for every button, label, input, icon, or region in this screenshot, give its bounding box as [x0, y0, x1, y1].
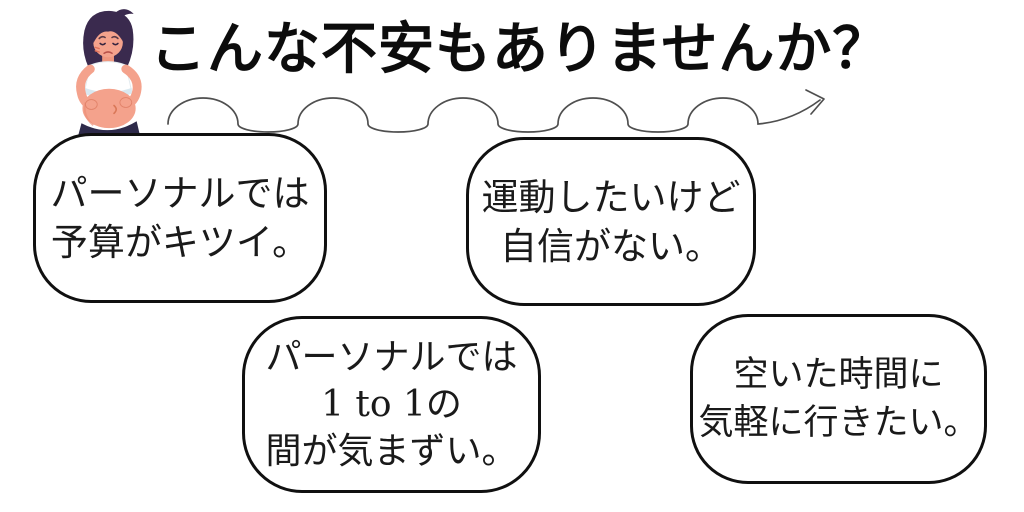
wavy-arrow-divider [167, 89, 825, 133]
eyes [99, 42, 119, 46]
bubble-line: 1 to 1の [321, 384, 462, 425]
bubble-line: 気軽に行きたい。 [698, 403, 979, 443]
mouth [103, 51, 113, 55]
bubble-line: パーソナルでは [265, 337, 518, 378]
bangs-shape [93, 22, 123, 44]
bubble-line: 予算がキツイ。 [50, 221, 310, 264]
eyebrows [98, 35, 119, 40]
speech-bubble-confidence: 運動したいけど 自信がない。 [466, 137, 756, 306]
bubble-line: 間が気まずい。 [265, 431, 518, 472]
worried-woman-illustration [76, 9, 142, 138]
arrowhead-icon [805, 89, 825, 115]
bubble-line: パーソナルでは [50, 172, 310, 215]
bubble-line: 空いた時間に [733, 355, 944, 395]
left-hand [84, 99, 98, 110]
bubble-line: 運動したいけど [481, 175, 741, 219]
blush-marks [94, 46, 100, 53]
speech-bubble-free-time: 空いた時間に 気軽に行きたい。 [690, 314, 987, 484]
speech-bubble-budget: パーソナルでは 予算がキツイ。 [33, 133, 327, 303]
hair-tuft [114, 9, 134, 19]
face-shape [93, 27, 123, 58]
right-hand [119, 97, 133, 108]
page-title: こんな不安もありませんか？ [150, 16, 890, 82]
navel [113, 104, 117, 115]
bubble-line: 自信がない。 [500, 224, 722, 268]
speech-bubble-one-to-one: パーソナルでは 1 to 1の 間が気まずい。 [242, 316, 541, 493]
wavy-line [167, 97, 821, 133]
